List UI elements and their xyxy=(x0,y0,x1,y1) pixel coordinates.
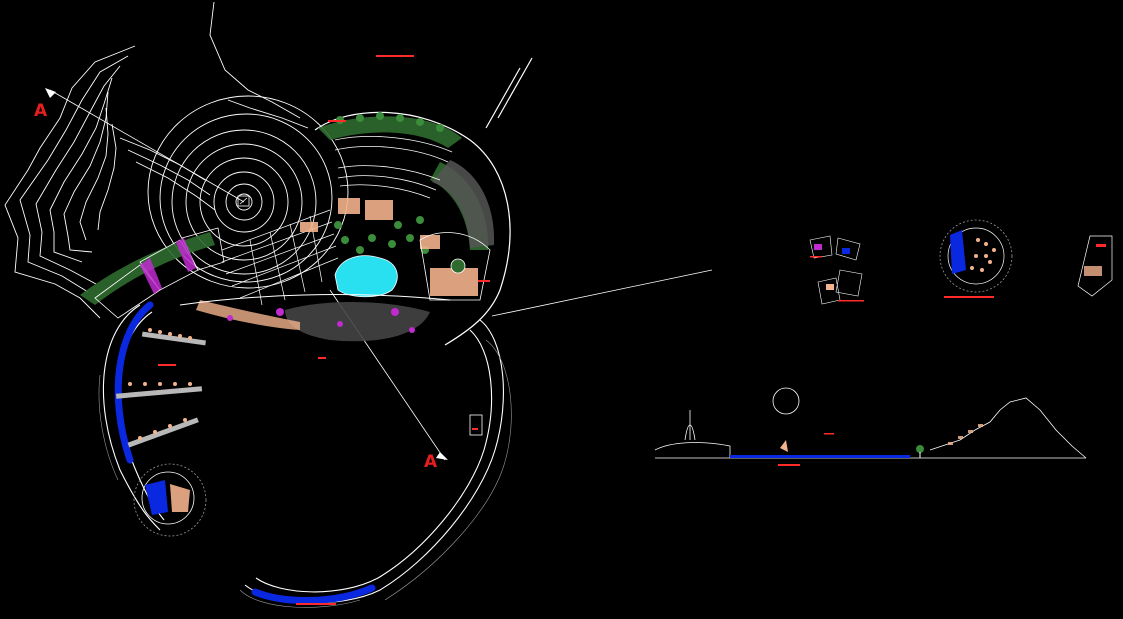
elevation-steps xyxy=(948,424,983,445)
parking-area xyxy=(334,136,453,199)
leader-line xyxy=(491,269,713,317)
central-building-outlines xyxy=(419,232,491,301)
court-accent xyxy=(140,238,196,294)
elevation-annotations xyxy=(778,433,834,466)
landscape-vegetation xyxy=(80,116,489,305)
detail-plan-right xyxy=(1077,235,1113,297)
topographic-contours xyxy=(4,1,349,319)
rock-revetment xyxy=(98,339,512,608)
detail-plan-left xyxy=(809,235,864,305)
beach-strip xyxy=(179,294,451,330)
section-marker-bottom: A xyxy=(424,452,438,472)
section-elevation xyxy=(654,387,1087,459)
section-arrow-top-icon xyxy=(45,88,56,98)
central-buildings xyxy=(300,198,478,296)
marina-piers xyxy=(115,331,206,448)
boat-icon xyxy=(128,328,192,440)
water-channel xyxy=(114,301,376,604)
swimming-pool xyxy=(334,255,398,298)
pier-structure xyxy=(469,414,483,436)
boat-icon-elevation xyxy=(780,440,788,452)
north-arrow-icon xyxy=(237,195,250,207)
detail-plan-circular xyxy=(939,219,1013,298)
boardwalk-loop xyxy=(102,304,504,604)
plan-annotations xyxy=(158,55,490,605)
section-marker-top: A xyxy=(34,101,48,121)
tree-icon xyxy=(916,445,924,458)
tree-cluster xyxy=(334,112,444,254)
pavilion-circle xyxy=(133,463,207,537)
elevation-water xyxy=(730,455,910,458)
section-arrow-bottom-icon xyxy=(436,452,448,460)
purple-accents xyxy=(227,308,415,333)
